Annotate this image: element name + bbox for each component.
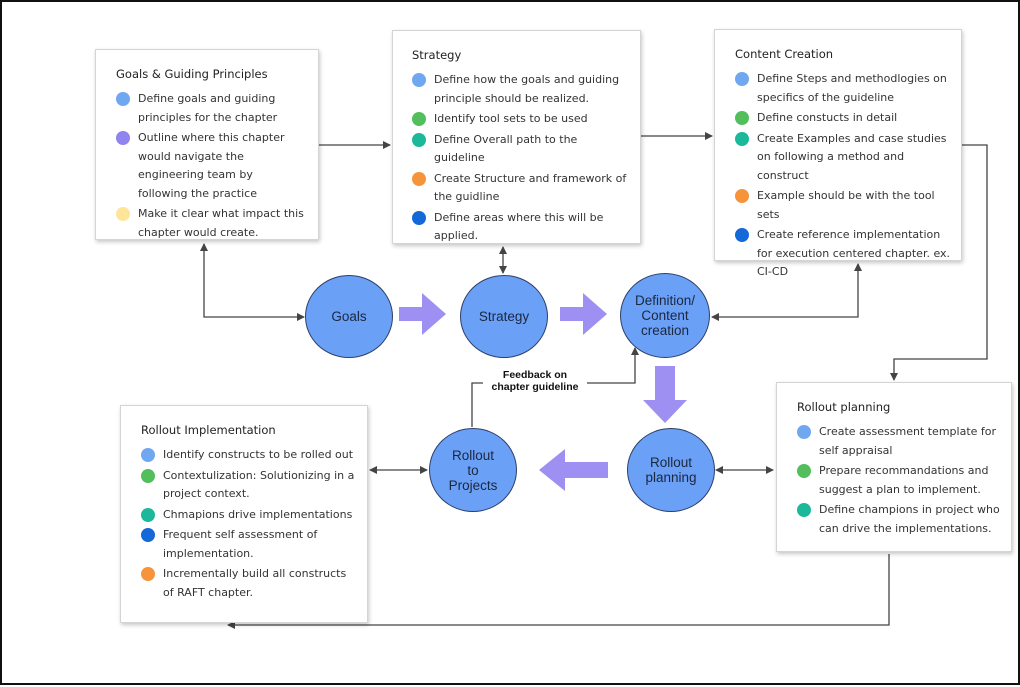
list-item: Contextulization: Solutionizing in a pro… bbox=[141, 467, 357, 504]
bullet-dot-icon bbox=[735, 72, 749, 86]
connector-content-card-to-planning-card bbox=[890, 144, 988, 381]
list-item: Incrementally build all constructs of RA… bbox=[141, 565, 357, 602]
rollout-implementation-card: Rollout Implementation Identify construc… bbox=[120, 405, 368, 623]
connector-content-card-definition-circle bbox=[711, 263, 862, 321]
bullet-dot-icon bbox=[116, 131, 130, 145]
bullet-dot-icon bbox=[141, 448, 155, 462]
block-arrow-strategy-to-definition bbox=[560, 293, 607, 335]
rollout-to-projects-circle: Rollout to Projects bbox=[429, 428, 517, 512]
block-arrow-goals-to-strategy bbox=[399, 293, 446, 335]
strategy-card: Strategy Define how the goals and guidin… bbox=[392, 30, 641, 244]
list-item: Identify tool sets to be used bbox=[412, 110, 628, 129]
list-item: Define champions in project who can driv… bbox=[797, 501, 1003, 538]
bullet-dot-icon bbox=[735, 131, 749, 146]
list-item: Prepare recommandations and suggest a pl… bbox=[797, 462, 1003, 499]
bullet-dot-icon bbox=[141, 567, 155, 581]
list-item: Example should be with the tool sets bbox=[735, 187, 951, 224]
bullet-dot-icon bbox=[141, 507, 155, 522]
list-item: Make it clear what impact this chapter w… bbox=[116, 205, 304, 242]
list-item: Define Overall path to the guideline bbox=[412, 131, 628, 168]
block-arrow-definition-to-planning bbox=[643, 366, 687, 423]
strategy-card-title: Strategy bbox=[412, 48, 462, 62]
rollout-planning-card: Rollout planning Create assessment templ… bbox=[776, 382, 1012, 552]
connector-goals-card-goals-circle bbox=[200, 243, 305, 321]
list-item: Create Structure and framework of the gu… bbox=[412, 170, 628, 207]
bullet-dot-icon bbox=[412, 210, 426, 225]
bullet-dot-icon bbox=[412, 73, 426, 87]
list-item: Identify constructs to be rolled out bbox=[141, 446, 357, 465]
strategy-circle: Strategy bbox=[460, 275, 548, 358]
list-item: Define how the goals and guiding princip… bbox=[412, 71, 628, 108]
feedback-label: Feedback on chapter guideline bbox=[483, 369, 587, 393]
goals-card-title: Goals & Guiding Principles bbox=[116, 67, 268, 81]
bullet-dot-icon bbox=[797, 503, 811, 517]
block-arrow-planning-to-projects bbox=[539, 449, 608, 491]
list-item: Define goals and guiding principles for … bbox=[116, 90, 304, 127]
list-item: Frequent self assessment of implementati… bbox=[141, 526, 357, 563]
list-item: Define areas where this will be applied. bbox=[412, 209, 628, 246]
list-item: Define Steps and methodlogies on specifi… bbox=[735, 70, 951, 107]
connector-planning-card-to-impl-card bbox=[227, 554, 890, 629]
content-creation-card: Content Creation Define Steps and method… bbox=[714, 29, 962, 278]
goals-guiding-principles-card: Goals & Guiding Principles Define goals … bbox=[95, 49, 319, 240]
bullet-dot-icon bbox=[797, 464, 811, 478]
rollout-planning-circle: Rollout planning bbox=[627, 428, 715, 512]
bullet-dot-icon bbox=[735, 111, 749, 125]
list-item: Create Examples and case studies on foll… bbox=[735, 130, 951, 186]
bullet-dot-icon bbox=[412, 132, 426, 147]
list-item: Outline where this chapter would navigat… bbox=[116, 129, 304, 203]
bullet-dot-icon bbox=[735, 228, 749, 242]
rollout-planning-card-title: Rollout planning bbox=[797, 400, 891, 414]
list-item: Define constucts in detail bbox=[735, 109, 951, 128]
content-card-title: Content Creation bbox=[735, 47, 834, 61]
list-item: Create reference implementation for exec… bbox=[735, 226, 951, 282]
bullet-dot-icon bbox=[116, 92, 130, 106]
bullet-dot-icon bbox=[141, 528, 155, 542]
bullet-dot-icon bbox=[412, 171, 426, 186]
bullet-dot-icon bbox=[141, 468, 155, 483]
bullet-dot-icon bbox=[412, 112, 426, 126]
definition-content-creation-circle: Definition/ Content creation bbox=[620, 273, 710, 358]
bullet-dot-icon bbox=[797, 425, 811, 439]
list-item: Create assessment template for self appr… bbox=[797, 423, 1003, 460]
list-item: Chmapions drive implementations bbox=[141, 506, 357, 525]
bullet-dot-icon bbox=[735, 189, 749, 203]
goals-circle: Goals bbox=[305, 275, 393, 358]
rollout-impl-card-title: Rollout Implementation bbox=[141, 423, 276, 437]
bullet-dot-icon bbox=[116, 207, 130, 221]
